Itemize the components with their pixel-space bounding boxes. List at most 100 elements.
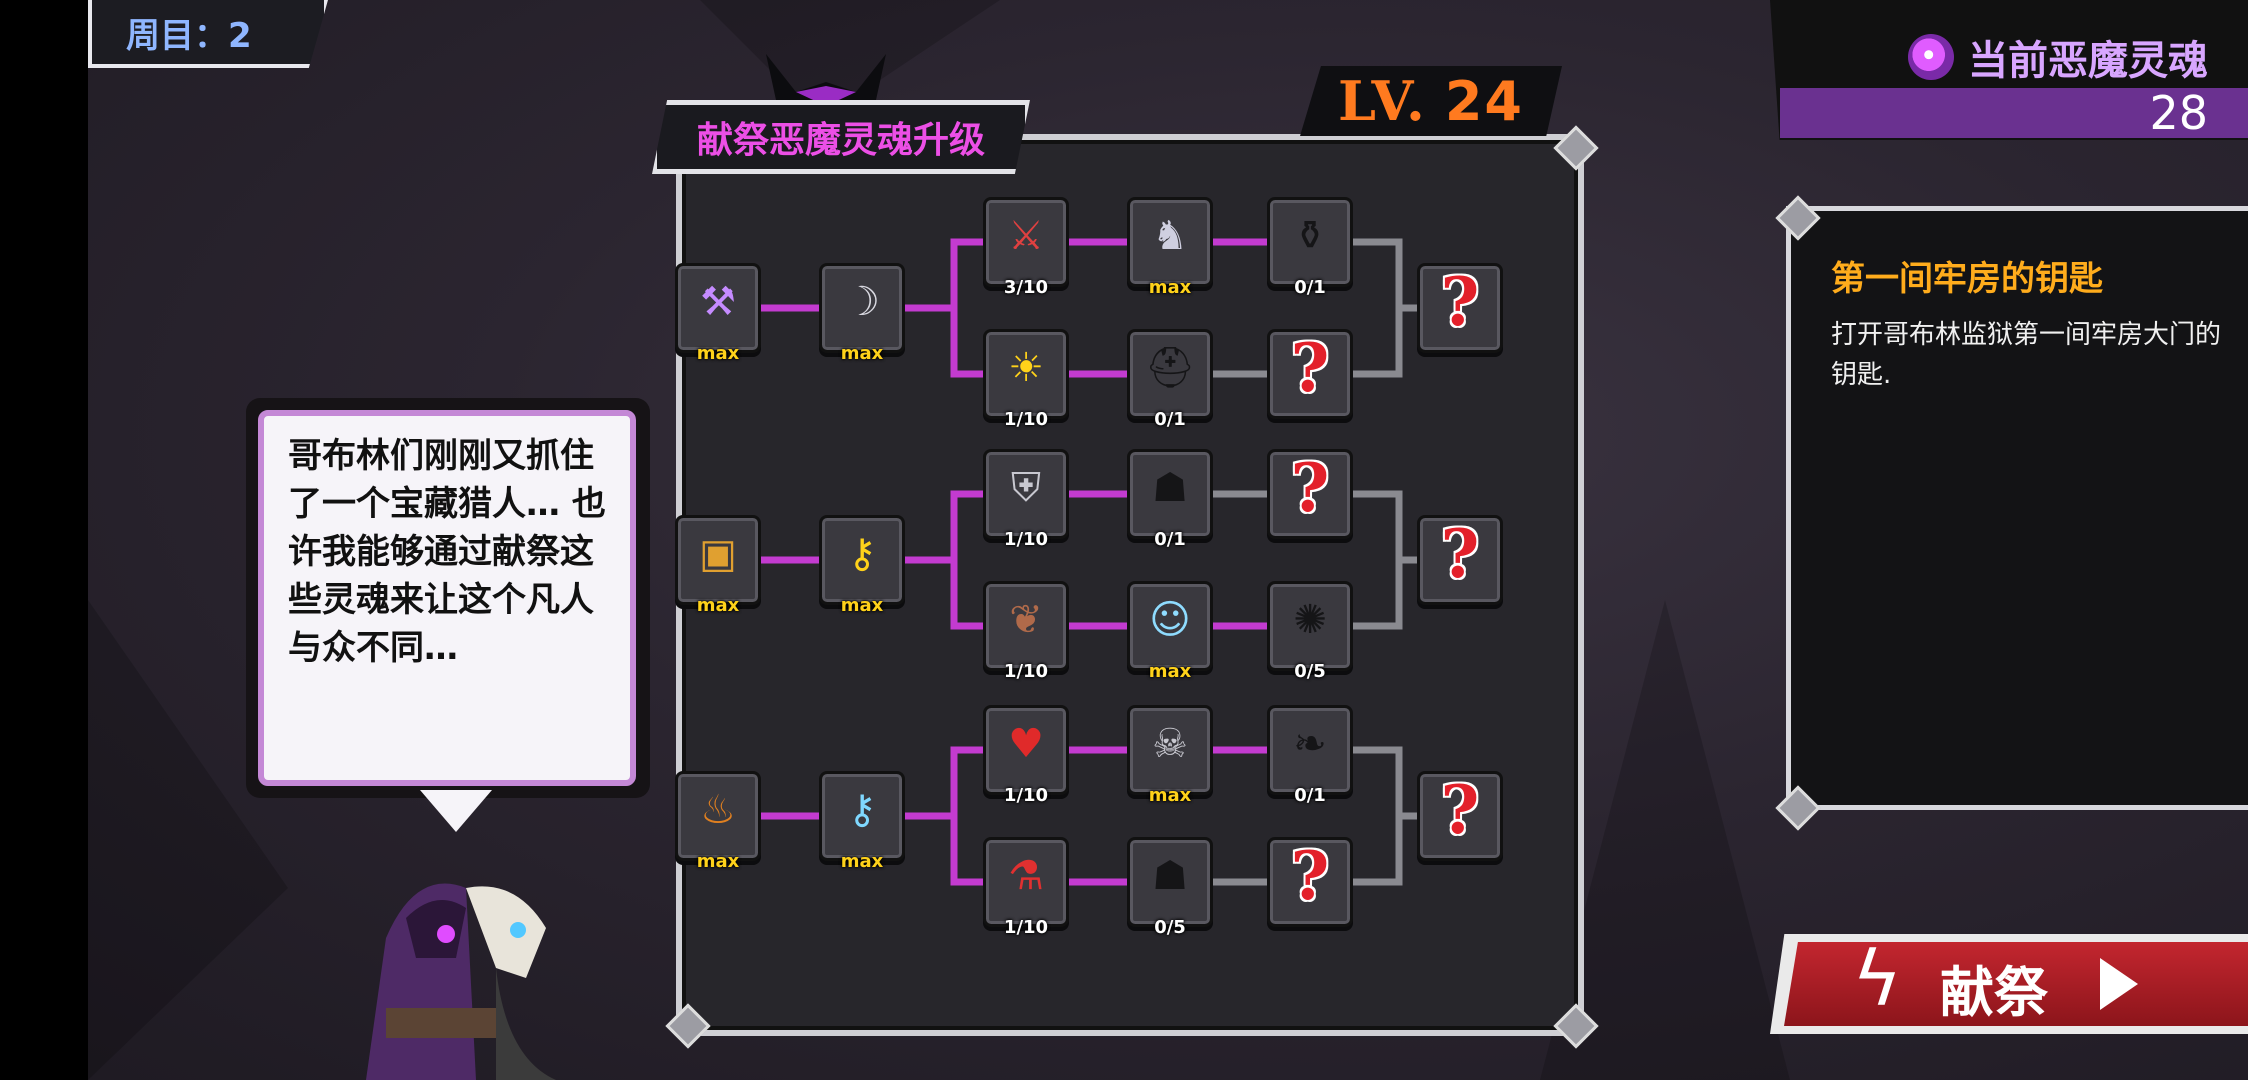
red-potion-icon: ⚗ [1008,853,1044,899]
upgrade-node-bottom[interactable]: ⚗ 1/10 [983,837,1069,938]
locked-pot-icon: ⚱ [1293,213,1327,259]
level-prefix: LV. [1338,69,1427,133]
locked-helmet-icon: ⛑ [1144,345,1196,391]
node-progress-label: max [840,595,884,616]
unknown-icon: ? [1290,837,1330,915]
soul-title-text: 当前恶魔灵魂 [1968,38,2208,84]
upgrade-node-bottom[interactable]: ☀ 1/10 [983,329,1069,430]
node-progress-label: 0/1 [1294,277,1326,298]
node-progress-label: max [1148,785,1192,806]
node-progress-label: 0/5 [1294,661,1326,682]
upgrade-node-top[interactable]: ⛨ 1/10 [983,449,1069,550]
soul-count: 28 [2149,86,2208,140]
level-badge: LV. 24 [1300,66,1562,136]
node-progress-label: 1/10 [1003,785,1049,806]
level-value: 24 [1444,69,1524,133]
upgrade-node-final[interactable]: ? [1417,263,1503,353]
node-progress-label: 1/10 [1003,661,1049,682]
demon-horns-icon [766,54,886,110]
locked-spirit-icon: ✺ [1293,597,1327,643]
speech-bubble-tail [420,790,492,832]
panel-title: 献祭恶魔灵魂升级 [652,100,1030,174]
node-progress-label: max [696,851,740,872]
node-progress-label: max [1148,277,1192,298]
treasure-chest-icon: ▣ [699,531,737,577]
item-info-description: 打开哥布林监狱第一间牢房大门的钥匙. [1831,320,2222,390]
shield-up-icon: ⛨ [1011,465,1041,511]
unknown-icon: ? [1440,515,1480,593]
soul-counter-title: 当前恶魔灵魂 [1908,28,2208,86]
offer-button[interactable] [1784,942,2248,1026]
dialogue-text: 哥布林们刚刚又抓住了一个宝藏猎人… 也许我能够通过献祭这些灵魂来让这个凡人与众不… [288,436,606,668]
node-progress-label: max [696,343,740,364]
offer-button-label[interactable]: 献祭 [1940,961,2048,1024]
lightning-sacrifice-icon: ϟ [1852,934,1903,1023]
armored-knight-icon: ♞ [1152,213,1188,259]
winged-boot-icon: ❦ [1009,597,1043,643]
node-progress-label: 3/10 [1003,277,1049,298]
node-progress-label: 0/1 [1154,409,1186,430]
upgrade-node-bottom[interactable]: ⛑ 0/1 [1127,329,1213,430]
upgrade-node-tier2[interactable]: ⚷ max [819,771,905,872]
upgrade-node-final[interactable]: ? [1417,515,1503,605]
upgrade-node-bottom[interactable]: ? [1267,329,1353,419]
play-arrow-icon[interactable] [2100,958,2138,1010]
golden-key-icon: ⚷ [847,531,877,577]
upgrade-node-top[interactable]: ❧ 0/1 [1267,705,1353,806]
upgrade-node-tier2[interactable]: ⚷ max [819,515,905,616]
sword-up-icon: ⚔ [1008,213,1044,259]
node-progress-label: max [696,595,740,616]
upgrade-node-bottom[interactable]: ✺ 0/5 [1267,581,1353,682]
unknown-icon: ? [1290,449,1330,527]
node-progress-label: max [1148,661,1192,682]
upgrade-node-bottom[interactable]: ❦ 1/10 [983,581,1069,682]
upgrade-node-top[interactable]: ♞ max [1127,197,1213,298]
locked-goblin-icon: ☗ [1152,465,1188,511]
sun-up-icon: ☀ [1008,345,1044,391]
locked-beast-icon: ☗ [1152,853,1188,899]
upgrade-node-root[interactable]: ⚒ max [675,263,761,364]
node-progress-label: 0/1 [1154,529,1186,550]
unknown-icon: ? [1440,263,1480,341]
upgrade-node-tier2[interactable]: ☽ max [819,263,905,364]
locked-fruit-icon: ❧ [1293,721,1327,767]
speech-bubble: 哥布林们刚刚又抓住了一个宝藏猎人… 也许我能够通过献祭这些灵魂来让这个凡人与众不… [258,410,636,786]
node-progress-label: 1/10 [1003,409,1049,430]
soul-swirl-icon [1908,34,1954,80]
left-black-bar [0,0,88,1080]
magic-key-icon: ⚷ [847,787,877,833]
node-progress-label: 1/10 [1003,917,1049,938]
round-counter: 周目：2 [88,0,328,68]
unknown-icon: ? [1440,771,1480,849]
upgrade-node-bottom[interactable]: ? [1267,837,1353,927]
upgrade-node-top[interactable]: ⚱ 0/1 [1267,197,1353,298]
node-progress-label: 0/5 [1154,917,1186,938]
upgrade-node-top[interactable]: ⚔ 3/10 [983,197,1069,298]
upgrade-node-top[interactable]: ? [1267,449,1353,539]
unknown-icon: ? [1290,329,1330,407]
node-progress-label: 1/10 [1003,529,1049,550]
item-info-panel: 第一间牢房的钥匙 打开哥布林监狱第一间牢房大门的钥匙. [1786,206,2248,810]
panel-title-text: 献祭恶魔灵魂升级 [696,120,985,161]
reaper-character-icon [366,883,556,1080]
anvil-icon: ⚒ [700,279,736,325]
upgrade-node-top[interactable]: ♥ 1/10 [983,705,1069,806]
upgrade-node-top[interactable]: ☗ 0/1 [1127,449,1213,550]
node-progress-label: 0/1 [1294,785,1326,806]
item-info-title: 第一间牢房的钥匙 [1831,259,2103,299]
node-progress-label: max [840,851,884,872]
hooded-mage-icon: ☠ [1152,721,1188,767]
upgrade-node-bottom[interactable]: ☺ max [1127,581,1213,682]
node-progress-label: max [840,343,884,364]
ghost-halo-icon: ☺ [1149,597,1191,643]
upgrade-node-root[interactable]: ▣ max [675,515,761,616]
upgrade-node-final[interactable]: ? [1417,771,1503,861]
heart-up-icon: ♥ [1008,721,1044,767]
upgrade-node-bottom[interactable]: ☗ 0/5 [1127,837,1213,938]
upgrade-node-top[interactable]: ☠ max [1127,705,1213,806]
upgrade-node-root[interactable]: ♨ max [675,771,761,872]
soul-counter-bar [1780,88,2248,138]
cauldron-icon: ♨ [700,787,736,833]
round-label: 周目：2 [126,15,252,56]
scythe-icon: ☽ [844,279,880,325]
